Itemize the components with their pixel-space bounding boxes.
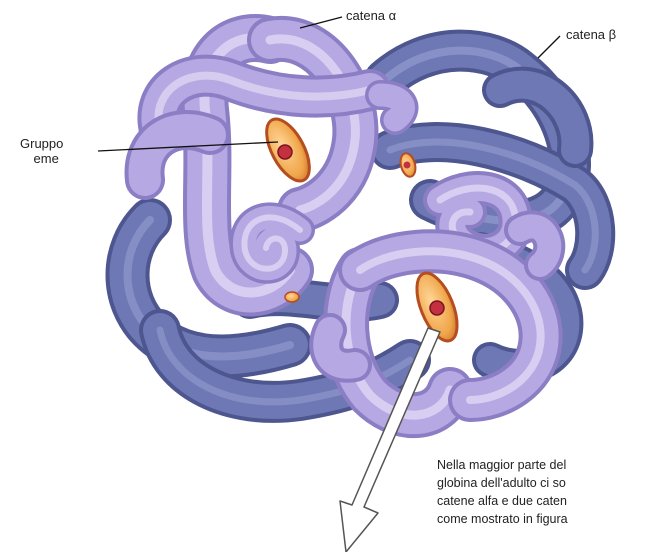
alpha-chain-label: catena α (346, 8, 396, 23)
heme-group-label: Gruppo eme (20, 136, 63, 166)
heme-group-small-left (285, 292, 299, 302)
caption-text: Nella maggior parte del globina dell'adu… (437, 456, 650, 528)
caption-line-4: come mostrato in figura (437, 510, 650, 528)
heme-group-upper (258, 112, 318, 187)
caption-line-3: catene alfa e due caten (437, 492, 650, 510)
caption-line-1: Nella maggior parte del (437, 456, 650, 474)
beta-chain-label: catena β (566, 27, 616, 42)
heme-label-line-1: Gruppo (20, 136, 63, 151)
beta-leader-line (538, 36, 560, 58)
heme-label-line-2: eme (20, 151, 63, 166)
caption-line-2: globina dell'adulto ci so (437, 474, 650, 492)
